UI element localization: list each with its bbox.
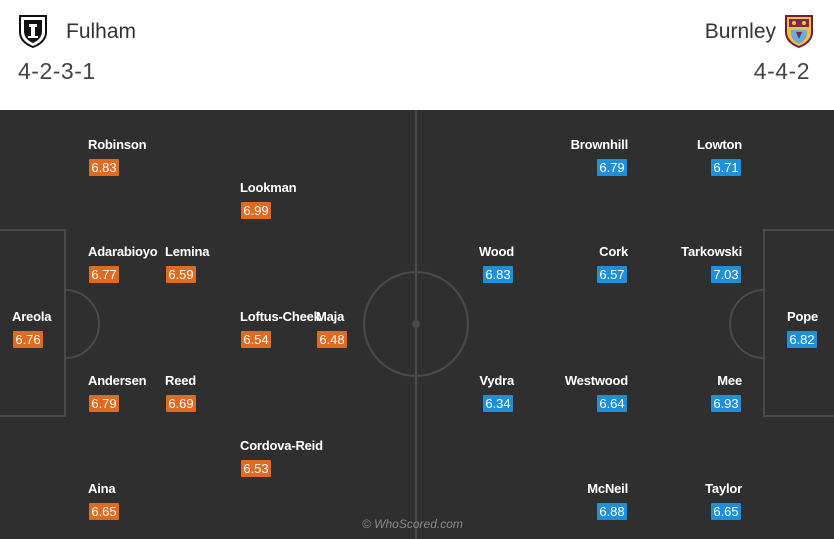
player-name: Robinson: [88, 137, 147, 152]
player-name: Lowton: [696, 137, 742, 152]
player-wood[interactable]: Wood 6.83: [424, 244, 514, 288]
player-rating: 6.83: [89, 159, 119, 176]
player-name: Adarabioyo: [88, 244, 158, 259]
player-rating: 6.59: [166, 266, 196, 283]
player-name: Andersen: [88, 373, 147, 388]
player-rating: 6.79: [89, 395, 119, 412]
player-rating: 7.03: [711, 266, 741, 283]
player-cordova-reid[interactable]: Cordova-Reid 6.53: [240, 438, 330, 482]
player-lowton[interactable]: Lowton 6.71: [652, 137, 742, 181]
player-name: Maja: [316, 309, 345, 324]
match-header: Fulham 4-2-3-1 Burnley 4-4-2: [0, 0, 834, 106]
player-andersen[interactable]: Andersen 6.79: [88, 373, 178, 417]
player-lemina[interactable]: Lemina 6.59: [165, 244, 255, 288]
player-rating: 6.65: [89, 503, 119, 520]
player-cork[interactable]: Cork 6.57: [538, 244, 628, 288]
player-brownhill[interactable]: Brownhill 6.79: [538, 137, 628, 181]
fulham-crest-icon: [19, 15, 47, 48]
player-reed[interactable]: Reed 6.69: [165, 373, 255, 417]
pitch: Robinson 6.83 Lookman 6.99 Adarabioyo 6.…: [0, 110, 834, 539]
player-rating: 6.69: [166, 395, 196, 412]
player-name: Lookman: [240, 180, 297, 195]
player-name: Loftus-Cheek: [240, 309, 321, 324]
player-rating: 6.34: [483, 395, 513, 412]
player-name: Cordova-Reid: [240, 438, 323, 453]
home-team-name[interactable]: Fulham: [66, 20, 137, 43]
player-name: Areola: [12, 309, 52, 324]
player-rating: 6.93: [711, 395, 741, 412]
player-lookman[interactable]: Lookman 6.99: [240, 180, 330, 224]
player-vydra[interactable]: Vydra 6.34: [424, 373, 514, 417]
player-name: Wood: [478, 244, 514, 259]
player-mcneil[interactable]: McNeil 6.88: [538, 481, 628, 525]
home-formation: 4-2-3-1: [18, 58, 96, 84]
player-name: Tarkowski: [681, 244, 742, 259]
pitch-markings: [0, 110, 834, 539]
player-adarabioyo[interactable]: Adarabioyo 6.77: [88, 244, 178, 288]
player-rating: 6.82: [787, 331, 817, 348]
player-rating: 6.83: [483, 266, 513, 283]
player-pope[interactable]: Pope 6.82: [728, 309, 818, 353]
player-name: Reed: [165, 373, 196, 388]
player-name: Taylor: [705, 481, 742, 496]
player-mee[interactable]: Mee 6.93: [652, 373, 742, 417]
player-name: Cork: [599, 244, 628, 259]
player-aina[interactable]: Aina 6.65: [88, 481, 178, 525]
player-name: Lemina: [165, 244, 210, 259]
player-loftus-cheek[interactable]: Loftus-Cheek 6.54: [240, 309, 330, 353]
away-formation: 4-4-2: [753, 58, 810, 84]
player-maja[interactable]: Maja 6.48: [316, 309, 356, 353]
player-rating: 6.65: [711, 503, 741, 520]
player-westwood[interactable]: Westwood 6.64: [538, 373, 628, 417]
player-rating: 6.64: [597, 395, 627, 412]
watermark: © WhoScored.com: [362, 517, 463, 531]
player-robinson[interactable]: Robinson 6.83: [88, 137, 178, 181]
player-name: Brownhill: [570, 137, 629, 152]
player-rating: 6.53: [241, 460, 271, 477]
player-name: McNeil: [587, 481, 628, 496]
player-rating: 6.77: [89, 266, 119, 283]
player-rating: 6.79: [597, 159, 627, 176]
player-tarkowski[interactable]: Tarkowski 7.03: [652, 244, 742, 288]
player-rating: 6.48: [317, 331, 347, 348]
player-rating: 6.57: [597, 266, 627, 283]
player-rating: 6.99: [241, 202, 271, 219]
player-rating: 6.88: [597, 503, 627, 520]
player-taylor[interactable]: Taylor 6.65: [652, 481, 742, 525]
player-name: Vydra: [479, 373, 514, 388]
away-team-name[interactable]: Burnley: [704, 20, 776, 43]
player-name: Pope: [787, 309, 818, 324]
player-name: Westwood: [564, 373, 628, 388]
player-rating: 6.54: [241, 331, 271, 348]
player-rating: 6.76: [13, 331, 43, 348]
player-areola[interactable]: Areola 6.76: [12, 309, 102, 353]
player-rating: 6.71: [711, 159, 741, 176]
burnley-crest-icon: [785, 15, 813, 48]
player-name: Mee: [717, 373, 742, 388]
player-name: Aina: [88, 481, 116, 496]
